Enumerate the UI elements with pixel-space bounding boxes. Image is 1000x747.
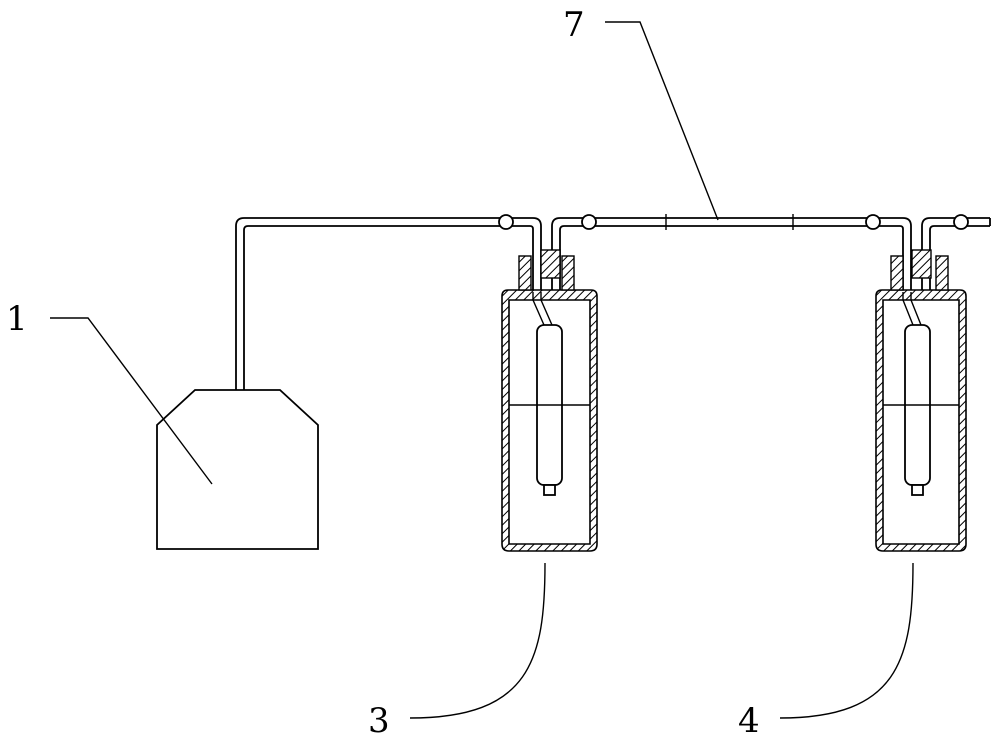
leader-line-7: [605, 21, 719, 221]
leader-line-4: [779, 562, 914, 719]
supply-tank: [156, 389, 319, 550]
leader-line-3: [409, 562, 546, 719]
leader-line-1: [50, 317, 213, 485]
bottle-right: [875, 249, 967, 552]
label-connecting-tube: 7: [563, 5, 585, 45]
bottle-left: [501, 249, 598, 552]
main-tube: [235, 214, 542, 390]
label-supply-tank: 1: [6, 299, 28, 339]
label-bottle-left: 3: [368, 701, 390, 741]
connecting-tube: [551, 214, 912, 292]
label-bottle-right: 4: [738, 701, 760, 741]
leader-lines: [50, 21, 914, 719]
outlet-tube: [921, 214, 991, 292]
